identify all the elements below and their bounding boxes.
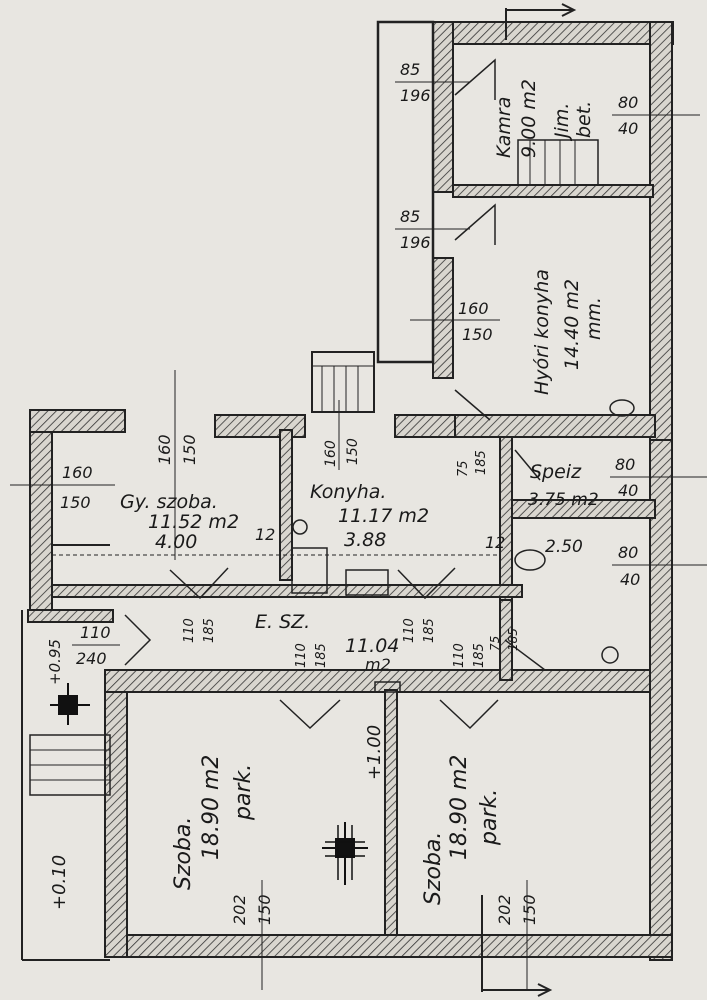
room-szoba2-floor: park. — [477, 789, 502, 846]
room-konyha-area: 11.17 m2 — [338, 505, 429, 527]
room-bath-height: 2.50 — [545, 537, 583, 557]
dim-window-hyori-w: 160 — [458, 299, 489, 318]
dim-door-a-h: 185 — [202, 618, 217, 643]
dim-window-kamra-w: 80 — [618, 93, 638, 112]
dim-door-b-w: 110 — [402, 618, 417, 643]
dim-window-bath-h: 40 — [620, 570, 640, 589]
level-095: +0.95 — [46, 639, 64, 685]
door-swings — [124, 58, 548, 730]
kitchen-fixtures — [291, 399, 635, 693]
room-kamra-note1: Jim. — [551, 103, 573, 142]
annex-outlines — [21, 20, 500, 961]
dim-wall-12b: 12 — [485, 533, 505, 552]
room-gyszoba-name: Gy. szoba. — [120, 491, 218, 513]
room-esz-name: E. SZ. — [255, 611, 310, 633]
dim-door-bath-h: 185 — [506, 628, 520, 651]
dim-door-kamra-w: 85 — [400, 60, 420, 79]
stove-icon-small — [50, 683, 90, 725]
dim-window-gy-top-h: 150 — [180, 434, 199, 465]
dim-window-szoba1-h: 150 — [255, 894, 274, 925]
dim-door-b-h: 185 — [422, 618, 437, 643]
room-konyha-name: Konyha. — [310, 481, 386, 503]
dim-door-speiz-h: 185 — [474, 450, 489, 475]
dim-door-left-h: 240 — [76, 649, 107, 668]
dim-window-szoba1-w: 202 — [230, 894, 249, 925]
dim-door-hyori-w: 85 — [400, 207, 420, 226]
dim-window-szoba2-h: 150 — [520, 894, 539, 925]
dim-window-konyha-w: 160 — [323, 440, 339, 467]
exterior-walls — [29, 21, 674, 961]
room-speiz-name: Speiz — [530, 461, 582, 483]
dim-window-konyha-h: 150 — [345, 438, 361, 465]
dim-window-gy-top-w: 160 — [155, 434, 174, 465]
room-szoba2-name: Szoba. — [421, 832, 446, 905]
dim-door-c-w: 110 — [294, 643, 309, 668]
dim-door-left-w: 110 — [80, 623, 111, 642]
dim-door-kamra-h: 196 — [400, 86, 431, 105]
dim-door-d-h: 185 — [472, 643, 487, 668]
room-esz-area-unit: m2 — [365, 655, 391, 674]
dim-wall-12a: 12 — [255, 525, 275, 544]
room-hyori-area: 14.40 m2 — [561, 279, 583, 370]
stove-icon — [322, 822, 368, 885]
room-kamra-note2: bet. — [573, 101, 595, 138]
room-hyori-name: Hyóri konyha — [531, 269, 553, 395]
room-esz-area-num: 11.04 — [345, 635, 399, 657]
dim-door-d-w: 110 — [452, 643, 467, 668]
section-arrow-bottom — [481, 895, 553, 997]
room-gyszoba-area: 11.52 m2 — [148, 511, 239, 533]
section-arrow-top — [505, 3, 577, 40]
room-gyszoba-height: 4.00 — [155, 531, 197, 553]
dim-window-gy-w: 160 — [62, 463, 93, 482]
dim-door-c-h: 185 — [314, 643, 329, 668]
dim-door-bath-w: 75 — [488, 636, 502, 651]
room-szoba1-area: 18.90 m2 — [199, 755, 224, 860]
level-010: +0.10 — [49, 855, 70, 910]
stairs — [29, 139, 599, 796]
dim-window-szoba2-w: 202 — [495, 894, 514, 925]
dim-door-hyori-h: 196 — [400, 233, 431, 252]
room-szoba2-area: 18.90 m2 — [447, 755, 472, 860]
dim-window-bath-w: 80 — [618, 543, 638, 562]
dim-door-a-w: 110 — [182, 618, 197, 643]
level-100: +1.00 — [364, 725, 385, 780]
room-konyha-height: 3.88 — [344, 529, 386, 551]
dim-window-hyori-h: 150 — [462, 325, 493, 344]
dim-door-speiz-w: 75 — [456, 460, 471, 477]
room-szoba1-name: Szoba. — [171, 817, 196, 890]
dim-window-speiz-w: 80 — [615, 455, 635, 474]
room-szoba1-floor: park. — [231, 764, 256, 821]
dim-window-kamra-h: 40 — [618, 119, 638, 138]
dim-window-speiz-h: 40 — [618, 481, 638, 500]
room-speiz-area: 3.75 m2 — [528, 490, 599, 510]
room-kamra-area: 9.00 m2 — [518, 79, 540, 158]
room-kamra-name: Kamra — [493, 97, 515, 158]
dim-window-gy-h: 150 — [60, 493, 91, 512]
room-hyori-floor: mm. — [583, 297, 605, 340]
